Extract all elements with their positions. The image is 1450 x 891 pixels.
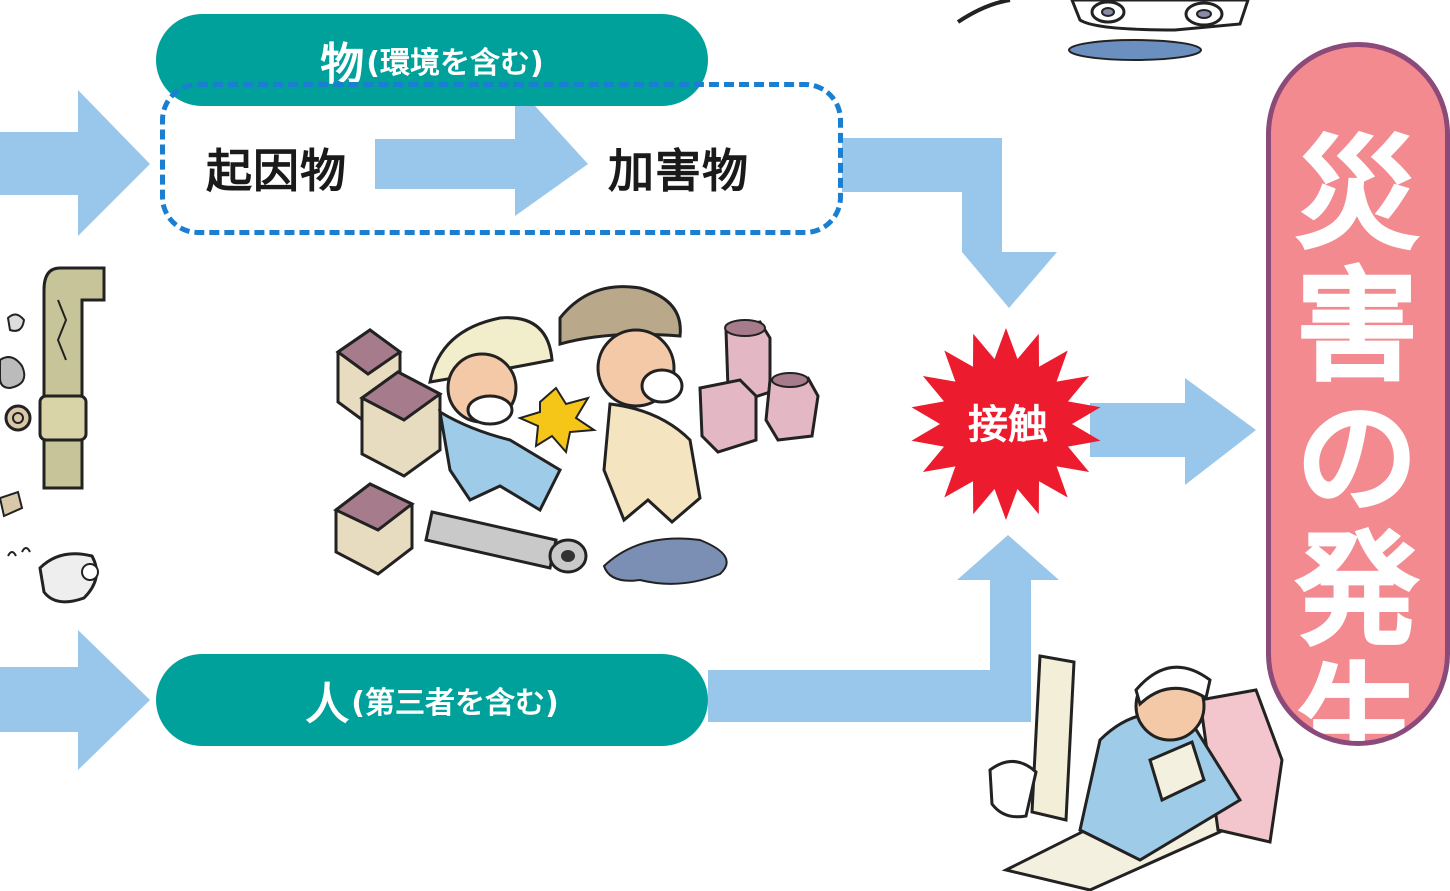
damaged-pipe-illustration <box>0 266 106 604</box>
person-node-main: 人 <box>305 679 350 730</box>
injured-worker-illustration <box>988 654 1284 891</box>
disaster-char: 害 <box>1295 256 1419 398</box>
disaster-char: の <box>1295 388 1419 530</box>
thing-node-pill: 物 (環境を含む) <box>156 14 708 106</box>
disaster-occurrence-box: 災 害 の 発 生 <box>1266 42 1450 746</box>
left-arrow-top <box>0 90 150 236</box>
thing-node-main: 物 <box>320 39 365 90</box>
thing-node-sub: (環境を含む) <box>366 46 544 81</box>
left-arrow-bottom <box>0 630 150 770</box>
person-to-contact-arrow <box>708 535 1059 722</box>
disaster-char: 生 <box>1295 652 1419 746</box>
disaster-char: 災 <box>1295 124 1419 266</box>
person-node-pill: 人 (第三者を含む) <box>156 654 708 746</box>
workers-collision-illustration <box>333 285 820 585</box>
thing-to-contact-arrow <box>842 138 1057 308</box>
disaster-text: 災 害 の 発 生 <box>1271 124 1443 746</box>
truck-accident-illustration <box>956 0 1250 61</box>
disaster-char: 発 <box>1295 520 1419 662</box>
contact-burst <box>911 328 1101 520</box>
cause-to-harm-arrow <box>375 84 588 216</box>
person-node-sub: (第三者を含む) <box>351 686 559 721</box>
contact-label: 接触 <box>968 402 1048 448</box>
contact-to-disaster-arrow <box>1090 378 1256 485</box>
object-group-box <box>160 82 843 235</box>
harm-object-label: 加害物 <box>608 144 749 198</box>
cause-object-label: 起因物 <box>206 144 347 198</box>
